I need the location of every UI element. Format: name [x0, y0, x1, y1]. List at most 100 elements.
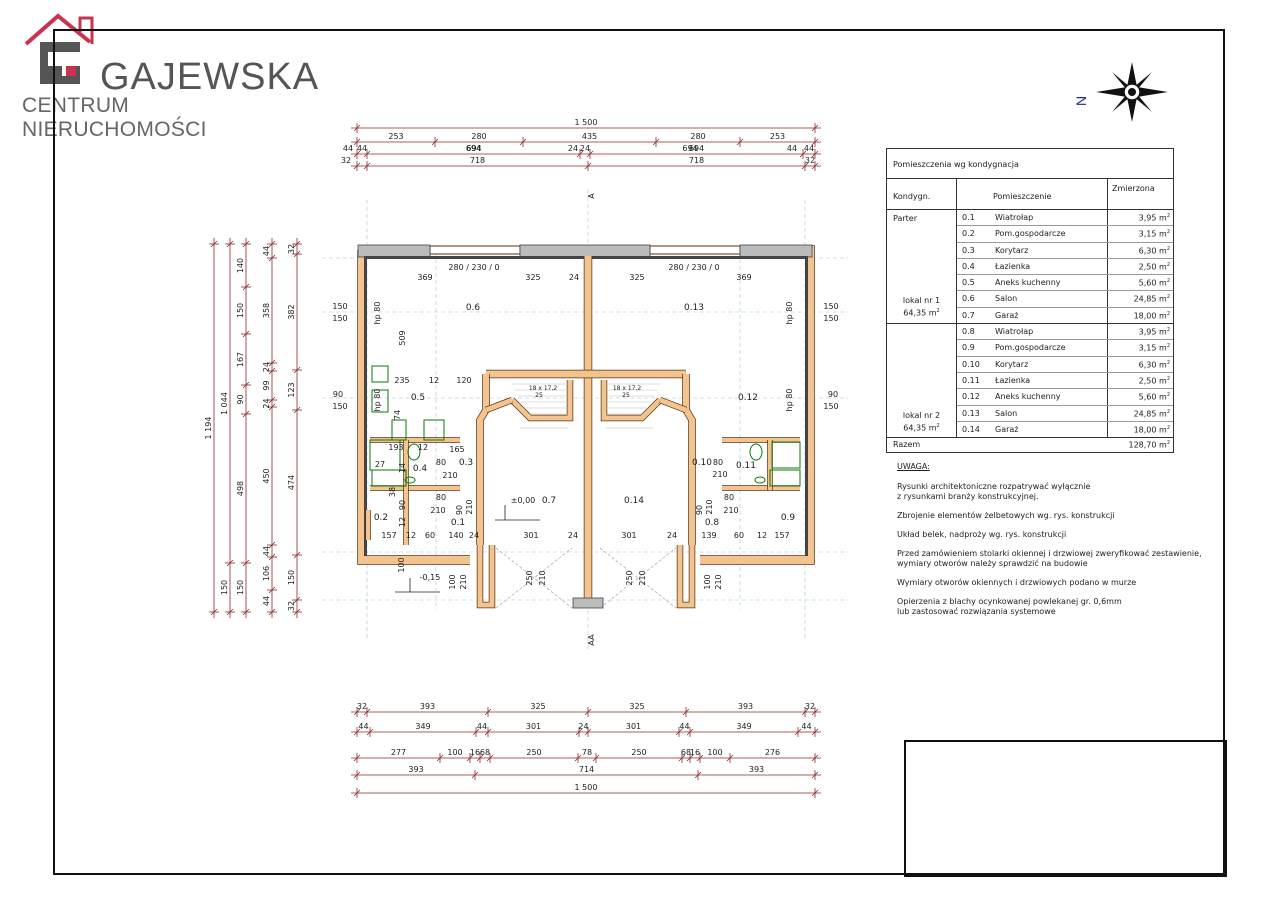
dim-label: 18 x 17,2 — [529, 385, 558, 392]
dim-label: 90 — [828, 390, 838, 399]
dim-label: 32 — [287, 601, 296, 611]
dim-label: 12 — [429, 376, 439, 385]
dim-label: 68 — [681, 748, 691, 757]
dim-label: 325 — [629, 273, 644, 282]
room-number: 0.9 — [962, 343, 975, 353]
room-area: 5,60 m2 — [1138, 278, 1170, 288]
room-label: 0.3 — [459, 458, 473, 468]
dim-label: 74 — [393, 410, 402, 420]
note-item: Wymiary otworów okiennych i drzwiowych p… — [897, 578, 1137, 587]
room-area: 3,95 m2 — [1138, 213, 1170, 223]
dim-label: 210 — [442, 471, 457, 480]
dim-label: 80 — [436, 493, 446, 502]
room-number: 0.10 — [962, 359, 980, 369]
dim-label: 718 — [689, 156, 704, 165]
dim-label: 140 — [448, 531, 463, 540]
dim-label: 24 — [262, 362, 271, 372]
stair-wall — [510, 380, 573, 421]
dim-label: 14 — [398, 463, 407, 473]
total-row: Razem 128,70 m2 — [887, 438, 1173, 452]
room-name: Salon — [987, 405, 1108, 421]
room-number: 0.13 — [962, 408, 980, 418]
room-number: 0.11 — [962, 375, 980, 385]
dim-label: 150 — [220, 580, 229, 595]
dim-label: 100 — [448, 574, 457, 589]
dim-label: 280 — [471, 132, 486, 141]
dim-label: 435 — [582, 132, 597, 141]
room-number: 0.8 — [962, 327, 975, 337]
room-label: 0.10 — [692, 458, 712, 468]
col-level: Kondygn. — [887, 179, 957, 209]
dim-label: 27 — [375, 460, 385, 469]
dim-label: 325 — [525, 273, 540, 282]
wall-inner-line — [364, 256, 367, 556]
dim-label: 210 — [538, 570, 547, 585]
dim-label: 80 — [724, 493, 734, 502]
dim-label: 16 — [690, 748, 700, 757]
dim-label: 157 — [381, 531, 396, 540]
dim-label: 16 — [470, 748, 480, 757]
dim-label: 718 — [470, 156, 485, 165]
title-block — [904, 740, 1227, 877]
dim-label: 123 — [287, 382, 296, 397]
dim-label: 509 — [398, 330, 407, 345]
stair-wall — [601, 380, 662, 421]
dim-label: 349 — [736, 722, 751, 731]
dim-label: 253 — [388, 132, 403, 141]
sink-icon — [371, 389, 389, 413]
window — [649, 245, 741, 255]
dim-label: 210 — [638, 570, 647, 585]
dim-label: 276 — [765, 748, 780, 757]
room-label: 0.2 — [374, 513, 388, 523]
house-logo-icon — [24, 13, 94, 84]
total-label: Razem — [893, 440, 921, 450]
dim-label: 90 — [236, 394, 245, 404]
room-area: 6,30 m2 — [1138, 245, 1170, 256]
dim-label: AA — [587, 634, 596, 646]
note-item: Przed zamówieniem stolarki okiennej i dr… — [897, 549, 1202, 568]
room-number: 0.2 — [962, 229, 975, 239]
wall-cap — [519, 244, 651, 258]
pillar — [572, 597, 604, 609]
dim-label: 301 — [526, 722, 541, 731]
dim-label: 393 — [749, 765, 764, 774]
dim-label: 250 — [526, 748, 541, 757]
room-area: 2,50 m2 — [1138, 261, 1170, 272]
interior-wall — [477, 374, 489, 545]
dim-label: 44 — [804, 144, 814, 153]
room-area: 24,85 m2 — [1133, 408, 1170, 419]
dim-label: 235 — [394, 376, 409, 385]
dim-label: 24 — [262, 398, 271, 408]
room-schedule-title: Pomieszczenia wg kondygnacja — [887, 149, 1173, 179]
room-name: Aneks kuchenny — [987, 389, 1108, 405]
dim-label: 100 — [703, 574, 712, 589]
dim-label: 68 — [480, 748, 490, 757]
dim-label: 450 — [262, 468, 271, 483]
dim-label: 210 — [714, 574, 723, 589]
dim-label: 393 — [408, 765, 423, 774]
shower-icon — [771, 441, 801, 469]
drawing-frame — [53, 29, 1225, 875]
wall-cap — [357, 244, 431, 258]
window — [429, 245, 521, 255]
dim-label: 150 — [236, 580, 245, 595]
elevation-label: ±0,00 — [511, 496, 536, 505]
dim-label: 100 — [447, 748, 462, 757]
dim-label: 1 500 — [575, 783, 598, 792]
notes-heading: UWAGA: — [897, 462, 930, 471]
dim-label: 32 — [357, 702, 367, 711]
elevation-label: -0,15 — [420, 573, 441, 582]
garage-swing — [599, 547, 677, 609]
dim-label: 250 — [525, 570, 534, 585]
room-label: 0.11 — [736, 461, 756, 471]
dim-label: 1 500 — [575, 118, 598, 127]
room-name: Korytarz — [987, 356, 1108, 372]
note-item: Rysunki architektoniczne rozpatrywać wył… — [897, 482, 1091, 501]
